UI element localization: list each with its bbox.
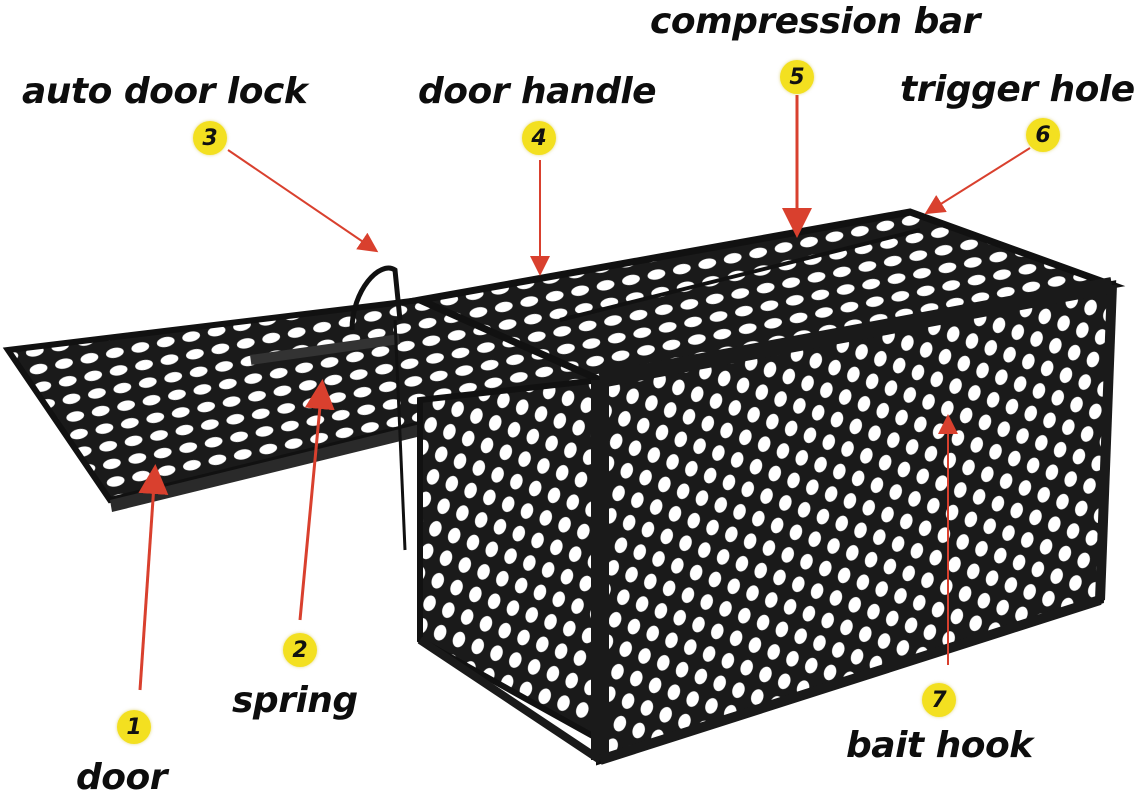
label-door-handle: door handle	[418, 71, 657, 112]
badge-1: 1	[117, 710, 151, 744]
badge-2: 2	[283, 633, 317, 667]
badge-3: 3	[193, 121, 227, 155]
badge-4: 4	[522, 121, 556, 155]
label-door: door	[76, 757, 168, 798]
label-spring: spring	[232, 680, 358, 721]
label-bait-hook: bait hook	[846, 725, 1033, 766]
badge-7: 7	[922, 683, 956, 717]
callout-arrows	[138, 95, 1031, 691]
spring-shape	[249, 334, 400, 365]
badge-6: 6	[1026, 118, 1060, 152]
label-trigger-hole: trigger hole	[900, 69, 1135, 110]
label-auto-door-lock: auto door lock	[22, 71, 308, 112]
label-compression-bar: compression bar	[650, 1, 980, 42]
lock-wire	[349, 265, 403, 331]
badge-5: 5	[780, 60, 814, 94]
cage-end	[417, 376, 603, 746]
